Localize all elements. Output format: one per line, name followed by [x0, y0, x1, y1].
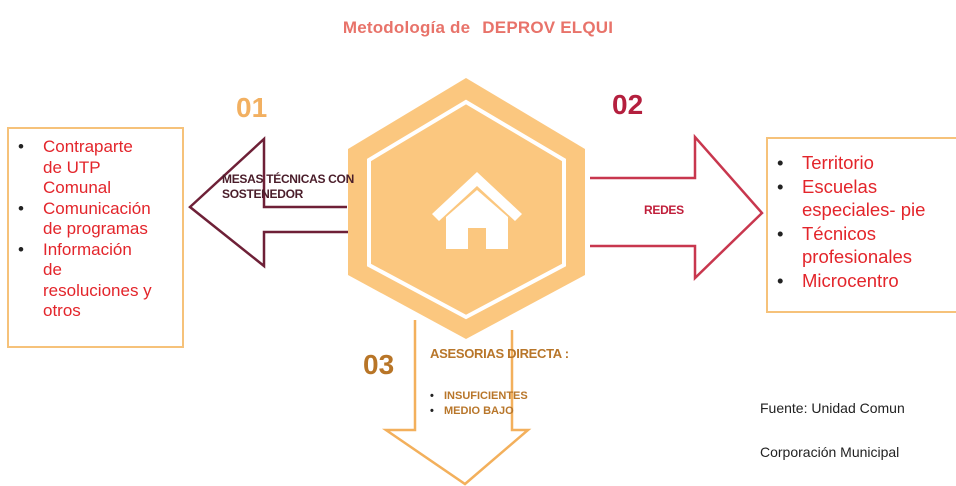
arrow-right: [590, 133, 764, 281]
arrow-down: [381, 320, 532, 486]
center-hexagon-inner: [367, 99, 566, 320]
label-mesas-line2: SOSTENEDOR: [222, 187, 304, 201]
list-item: Territorio: [766, 151, 956, 175]
left-items-list: Contraparte de UTP Comunal Comunicación …: [7, 137, 184, 322]
arrow-left: [188, 136, 348, 269]
list-item: MEDIO BAJO: [430, 404, 528, 419]
list-item: Información de resoluciones y otros: [7, 240, 155, 322]
label-mesas-line1: MESAS TÉCNICAS CON: [222, 172, 354, 186]
list-item: INSUFICIENTES: [430, 389, 528, 404]
label-redes: REDES: [644, 203, 684, 217]
title-part2: DEPROV ELQUI: [482, 18, 614, 37]
list-item: Microcentro: [766, 269, 956, 293]
label-asesorias: ASESORIAS DIRECTA :: [430, 346, 569, 361]
list-item: Escuelas especiales- pie: [766, 175, 952, 222]
list-item: Contraparte de UTP Comunal: [7, 137, 133, 199]
list-item: Comunicación de programas: [7, 199, 173, 240]
asesorias-items-list: INSUFICIENTES MEDIO BAJO: [430, 389, 528, 419]
home-icon: [432, 172, 522, 249]
label-mesas-tecnicas: MESAS TÉCNICAS CON SOSTENEDOR: [222, 172, 372, 202]
right-items-list: Territorio Escuelas especiales- pie Técn…: [766, 151, 956, 292]
title-part1: Metodología de: [342, 18, 471, 37]
step-number-02: 02: [612, 89, 644, 120]
source-line2: Corporación Municipal: [760, 444, 900, 460]
source-line1: Fuente: Unidad Comun: [760, 400, 905, 416]
step-number-01: 01: [236, 92, 268, 123]
step-number-03: 03: [363, 349, 395, 380]
list-item: Técnicos profesionales: [766, 222, 932, 269]
diagram-title: Metodología de DEPROV ELQUI: [0, 18, 956, 38]
